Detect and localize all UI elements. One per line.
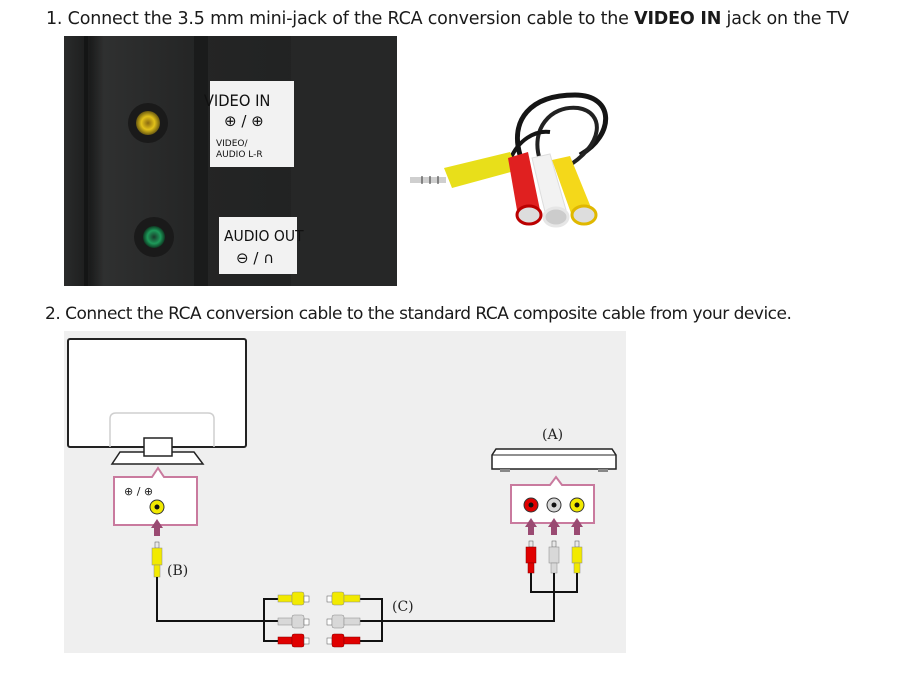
audio-out-label-plate [219,217,297,274]
cable-wire [514,92,609,158]
step-1-text-before: Connect the 3.5 mm mini-jack of the RCA … [67,9,635,29]
tv-arrow-icon [151,519,163,536]
rca-conversion-cable-image [410,92,609,228]
video-in-label: VIDEO IN [204,91,271,110]
audio-out-symbols: ⊖ / ∩ [236,249,274,267]
tv-port-symbols: ⊕ / ⊕ [124,485,153,498]
tv-port-callout: ⊕ / ⊕ [113,466,198,526]
video-in-label-plate [210,81,294,167]
tv-jack-photo: VIDEO IN ⊕ / ⊕ VIDEO/ AUDIO L-R AUDIO OU… [64,36,397,286]
device-arrow-icons [525,518,583,535]
device-cable-plugs [525,540,583,574]
step-2-number: 2. [45,304,61,324]
device-port-callout [510,475,595,524]
cable-b-plug [151,541,163,578]
video-audio-label-2: AUDIO L-R [216,150,263,160]
audio-out-jack [143,226,165,248]
step-2-instruction: 2. Connect the RCA conversion cable to t… [45,304,792,324]
step-1-text-after: jack on the TV [721,9,850,29]
connection-diagram: ⊕ / ⊕ (B) (C) [64,331,626,653]
tv-illustration [67,338,247,465]
label-c: (C) [392,599,414,615]
step-1-number: 1. [46,9,63,29]
step-1-video-in-emphasis: VIDEO IN [634,9,722,29]
cable-c-left-plugs [277,591,310,648]
mini-jack-tip [410,177,446,183]
device-a-illustration [491,448,617,472]
video-audio-label-1: VIDEO/ [216,139,249,149]
mini-jack-body [444,152,518,188]
step-1-instruction: 1. Connect the 3.5 mm mini-jack of the R… [46,9,849,29]
video-in-jack [136,111,160,135]
video-in-symbols: ⊕ / ⊕ [224,112,264,130]
tv-screen [67,338,247,448]
label-a: (A) [542,427,563,443]
cable-b-wire [156,577,264,622]
audio-out-label: AUDIO OUT [224,229,304,246]
step-2-text: Connect the RCA conversion cable to the … [65,304,792,324]
red-rca-plug [508,152,540,216]
label-b: (B) [167,563,188,579]
yellow-rca-plug [552,156,592,216]
cable-c-right-plugs [326,591,361,648]
